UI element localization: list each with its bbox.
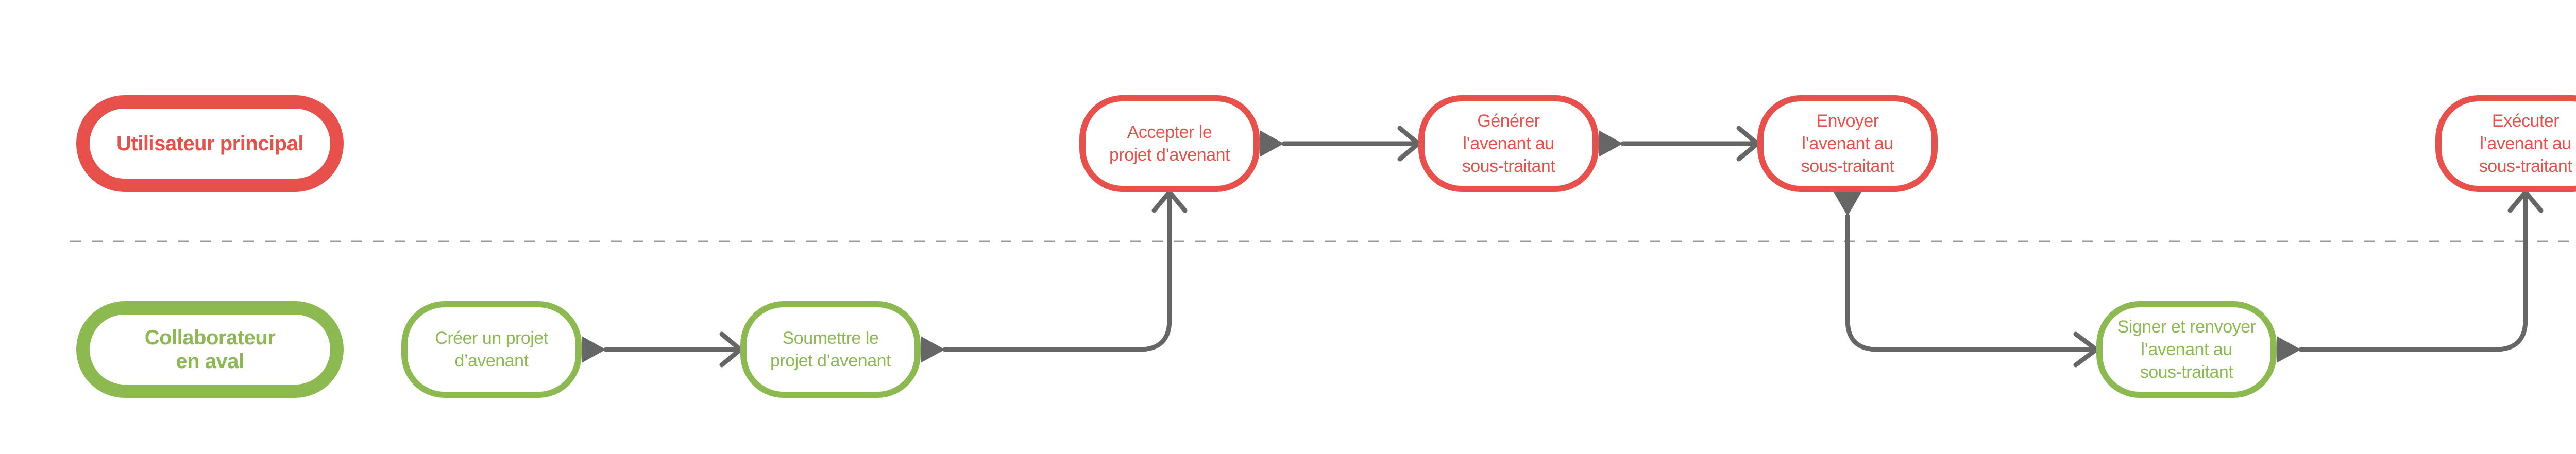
- edge-line: [2298, 191, 2528, 352]
- edge-source-triangle: [1834, 192, 1861, 216]
- node-envoyer-avenant: Envoyer l’avenant au sous-traitant: [1757, 95, 1938, 192]
- lane-label-text: Utilisateur principal: [116, 132, 303, 155]
- node-executer-avenant: Exécuter l’avenant au sous-traitant: [2435, 95, 2576, 192]
- edge-envoyer-to-signer: [1834, 192, 2099, 368]
- lane-label-utilisateur-principal: Utilisateur principal: [76, 95, 344, 192]
- edge-source-triangle: [1260, 130, 1284, 157]
- node-label: Créer un projet d’avenant: [435, 328, 548, 371]
- edge-signer-to-executer: [2277, 189, 2544, 363]
- node-generer-avenant: Générer l’avenant au sous-traitant: [1418, 95, 1599, 192]
- edge-line: [1845, 214, 2097, 352]
- edge-line: [942, 191, 1172, 352]
- edge-creer-to-soumettre: [582, 331, 743, 368]
- node-label: Accepter le projet d’avenant: [1109, 123, 1230, 165]
- node-label: Envoyer l’avenant au sous-traitant: [1801, 111, 1894, 176]
- node-accepter-projet-avenant: Accepter le projet d’avenant: [1079, 95, 1260, 192]
- edge-source-triangle: [1599, 130, 1623, 157]
- node-signer-renvoyer-avenant: Signer et renvoyer l’avenant au sous-tra…: [2096, 301, 2277, 398]
- edge-source-triangle: [921, 336, 945, 363]
- edge-source-triangle: [582, 336, 606, 363]
- lane-label-collaborateur-en-aval: Collaborateur en aval: [76, 301, 344, 398]
- edge-source-triangle: [2277, 336, 2301, 363]
- node-label: Soumettre le projet d’avenant: [770, 328, 891, 371]
- lane-label-text: Collaborateur en aval: [144, 326, 276, 373]
- edge-arrowhead-icon: [1151, 189, 1188, 213]
- edge-arrowhead-icon: [2507, 189, 2544, 213]
- edge-accepter-to-generer: [1260, 126, 1421, 162]
- node-label: Exécuter l’avenant au sous-traitant: [2479, 111, 2572, 176]
- node-soumettre-projet-avenant: Soumettre le projet d’avenant: [740, 301, 921, 398]
- node-label: Générer l’avenant au sous-traitant: [1462, 111, 1555, 176]
- edge-generer-to-envoyer: [1599, 126, 1760, 162]
- node-label: Signer et renvoyer l’avenant au sous-tra…: [2117, 317, 2256, 382]
- node-creer-projet-avenant: Créer un projet d’avenant: [401, 301, 582, 398]
- edge-soumettre-to-accepter: [921, 189, 1188, 363]
